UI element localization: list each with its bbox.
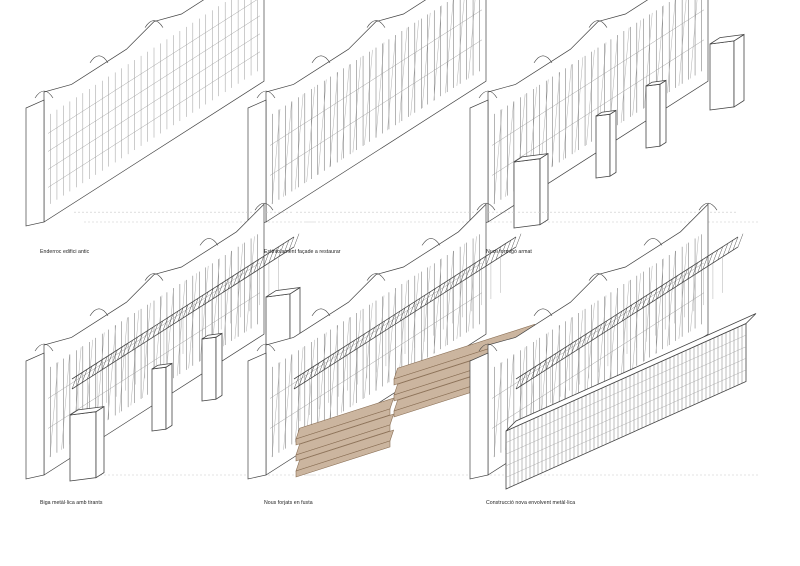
panel-steel-beam	[25, 202, 314, 482]
concrete-core	[151, 362, 173, 432]
concrete-core	[595, 109, 617, 179]
facade-outline	[25, 202, 274, 480]
facade-outline	[247, 0, 487, 227]
caption-steel-beam: Biga metàl·lica amb tirants	[40, 500, 103, 506]
facade-outline	[25, 0, 265, 227]
caption-metal-envelope: Construcció nova envolvent metàl·lica	[486, 500, 576, 506]
shoring-frame	[491, 0, 705, 205]
panel-concrete-cores	[469, 0, 758, 229]
steel-truss	[71, 233, 300, 422]
concrete-core	[709, 33, 745, 111]
caption-timber-slabs: Nous forjats en fusta	[264, 500, 313, 506]
concrete-core	[69, 405, 105, 482]
panel-facade-shoring	[247, 0, 536, 227]
panel-metal-envelope	[469, 202, 758, 490]
concrete-core	[201, 332, 223, 402]
shoring-frame	[269, 0, 483, 205]
concrete-core	[513, 152, 549, 229]
caption-concrete-cores: Nucli formigó armat	[486, 249, 532, 255]
caption-demolition: Enderroc edifici antic	[40, 249, 90, 255]
steel-truss	[293, 233, 522, 422]
window-grid	[47, 0, 261, 204]
caption-facade-shoring: Estintolament façade a restaurar	[264, 249, 341, 255]
panel-timber-slabs	[247, 202, 536, 480]
concrete-core	[645, 79, 667, 149]
facade-outline	[469, 0, 709, 227]
panel-demolition	[25, 0, 314, 227]
metal-envelope	[505, 313, 757, 490]
steel-truss	[515, 233, 744, 422]
shoring-frame	[269, 234, 483, 458]
